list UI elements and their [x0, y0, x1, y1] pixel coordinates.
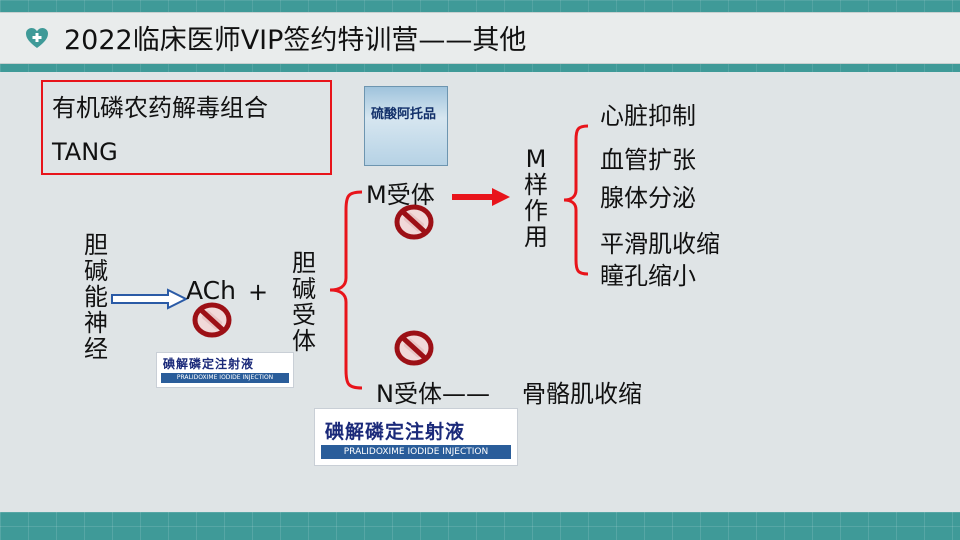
n-effect-label: 骨骼肌收缩: [522, 380, 642, 408]
m-effect-label: M 样 作 用: [524, 145, 548, 251]
prohibited-icon: [394, 330, 434, 366]
ach-label: ACh: [186, 276, 236, 305]
n-receptor-label: N受体——: [376, 380, 490, 408]
hollow-arrow: [111, 288, 188, 310]
title-bar: [0, 12, 960, 64]
effects-brace: [563, 124, 589, 276]
heart-plus-icon: [26, 28, 48, 48]
m-receptor-label: M受体: [366, 181, 435, 209]
effect-item: 心脏抑制: [600, 102, 696, 130]
box-line-2: TANG: [52, 138, 118, 166]
box-line-1: 有机磷农药解毒组合: [52, 94, 268, 122]
highlight-box: [41, 80, 332, 175]
effect-item: 血管扩张: [600, 146, 696, 174]
pralidoxime-label-small: 碘解磷定注射液 PRALIDOXIME IODIDE INJECTION: [156, 352, 294, 388]
cholinergic-nerve-label: 胆 碱 能 神 经: [84, 231, 108, 363]
effect-item: 平滑肌收缩: [600, 230, 720, 258]
prohibited-icon: [192, 302, 232, 338]
prohibited-icon: [394, 204, 434, 240]
pralidoxime-label-large: 碘解磷定注射液 PRALIDOXIME IODIDE INJECTION: [314, 408, 518, 466]
atropine-bottle-image: 硫酸阿托品: [364, 86, 448, 166]
red-arrow: [452, 188, 510, 206]
receptor-brace: [329, 190, 363, 390]
page-title: 2022临床医师VIP签约特训营——其他: [64, 25, 527, 56]
bottle-label: 硫酸阿托品: [371, 107, 437, 122]
effect-item: 瞳孔缩小: [600, 262, 696, 290]
cholinergic-receptor-label: 胆 碱 受 体: [292, 249, 316, 355]
bottom-banner: [0, 512, 960, 540]
plus-sign: +: [248, 278, 269, 306]
effect-item: 腺体分泌: [600, 184, 696, 212]
